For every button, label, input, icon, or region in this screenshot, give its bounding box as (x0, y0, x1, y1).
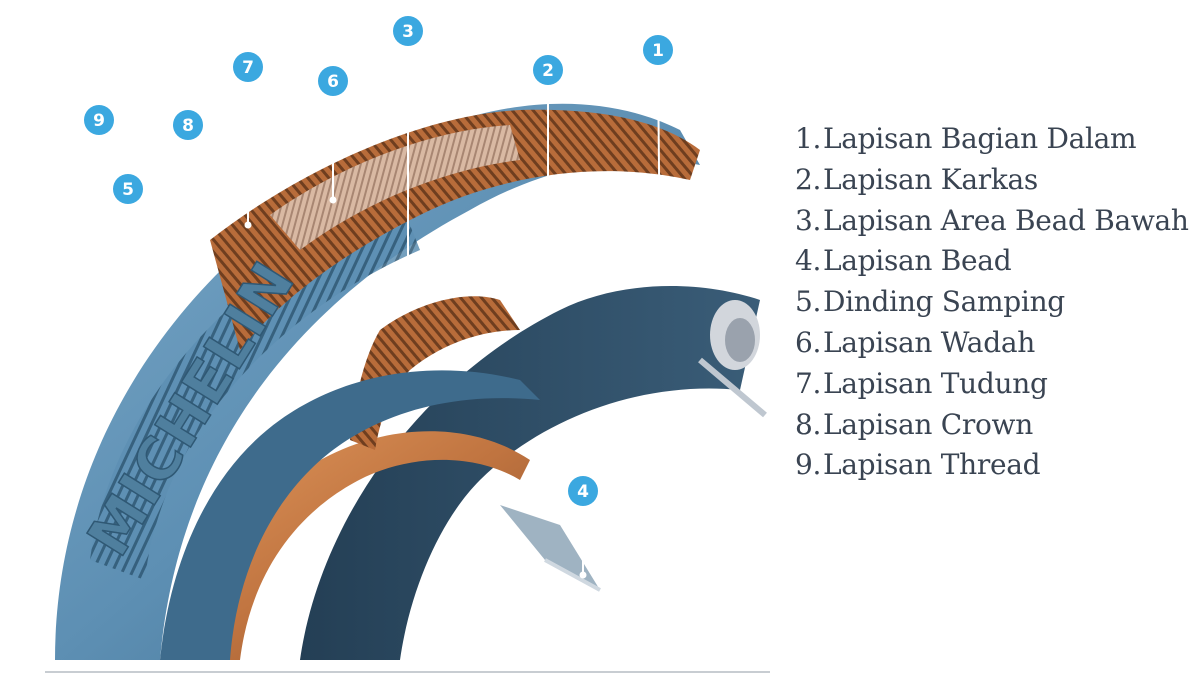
callout-leader-dot (98, 291, 106, 299)
callout-circle (173, 110, 203, 140)
callout-leader-dot (244, 221, 252, 229)
legend-item: 1.Lapisan Bagian Dalam (795, 122, 1189, 163)
legend-item-label: Lapisan Thread (823, 448, 1041, 482)
callout-marker: 5 (110, 171, 146, 207)
legend-item: 6.Lapisan Wadah (795, 326, 1189, 367)
callout-leader-dot (186, 206, 194, 214)
callout-marker: 6 (315, 63, 351, 99)
legend-item: 3.Lapisan Area Bead Bawah (795, 204, 1189, 245)
legend-item-label: Lapisan Area Bead Bawah (823, 203, 1189, 237)
callout-number: 4 (577, 482, 589, 502)
callout-marker: 3 (390, 13, 426, 49)
bead-bundle-lower (500, 505, 600, 590)
callout-leader-dot (404, 283, 412, 291)
legend-item-number: 7. (795, 366, 822, 400)
tread-ribs (90, 200, 420, 580)
legend-item-number: 6. (795, 325, 822, 359)
callout-leader-line (657, 65, 661, 271)
callout-leader-dot (544, 186, 552, 194)
inner-cavity (300, 286, 760, 660)
bead-wire-lower (544, 558, 601, 592)
callout-marker: 7 (230, 49, 266, 85)
legend-item-label: Dinding Samping (823, 285, 1065, 319)
legend-item-label: Lapisan Crown (823, 407, 1033, 441)
callout-leader-dot (124, 301, 132, 309)
callout-number: 7 (242, 58, 254, 78)
callout-circle (318, 66, 348, 96)
callout-number: 1 (652, 41, 664, 61)
legend-item-label: Lapisan Bagian Dalam (823, 122, 1137, 155)
legend-item-label: Lapisan Bead (823, 244, 1012, 278)
bead-core-inner (725, 318, 755, 362)
legend-item-label: Lapisan Wadah (823, 325, 1035, 359)
legend-item: 4.Lapisan Bead (795, 244, 1189, 285)
callout-marker: 8 (170, 107, 206, 143)
bead-wire-upper (698, 357, 767, 418)
callout-number: 6 (327, 72, 339, 92)
callout-marker: 2 (530, 52, 566, 88)
callout-number: 8 (182, 116, 194, 136)
callout-circle (533, 55, 563, 85)
legend-item-number: 1. (795, 122, 822, 155)
legend-item: 8.Lapisan Crown (795, 408, 1189, 449)
callout-leader-line (187, 140, 191, 211)
callout-leader-dot (579, 571, 587, 579)
legend-item-label: Lapisan Tudung (823, 366, 1048, 400)
callout-circle (84, 105, 114, 135)
callout-number: 9 (93, 111, 105, 131)
callout-marker: 4 (565, 473, 601, 509)
callout-marker: 1 (640, 32, 676, 68)
callout-leader-line (98, 135, 103, 296)
lower-flank (160, 370, 540, 660)
callout-circle (393, 16, 423, 46)
callout-circle (233, 52, 263, 82)
legend-item-number: 2. (795, 162, 822, 196)
crown-belt (270, 125, 520, 250)
callout-leader-dot (656, 266, 664, 274)
legend-item-number: 4. (795, 244, 822, 278)
legend-item-number: 3. (795, 203, 822, 237)
legend-item: 9.Lapisan Thread (795, 448, 1189, 489)
callout-marker: 9 (81, 102, 117, 138)
callout-circle (643, 35, 673, 65)
legend-item-number: 8. (795, 407, 822, 441)
callout-circle (113, 174, 143, 204)
legend-item: 2.Lapisan Karkas (795, 163, 1189, 204)
callout-number: 3 (402, 22, 414, 42)
callout-leader-dot (329, 196, 337, 204)
legend-item-label: Lapisan Karkas (823, 162, 1038, 196)
legend-item-number: 5. (795, 285, 822, 319)
legend-item: 7.Lapisan Tudung (795, 367, 1189, 408)
legend-item-number: 9. (795, 448, 822, 482)
callout-circle (568, 476, 598, 506)
callout-number: 5 (122, 180, 134, 200)
lower-cut-face (350, 296, 520, 450)
callout-number: 2 (542, 61, 554, 81)
legend-item: 5.Dinding Samping (795, 285, 1189, 326)
